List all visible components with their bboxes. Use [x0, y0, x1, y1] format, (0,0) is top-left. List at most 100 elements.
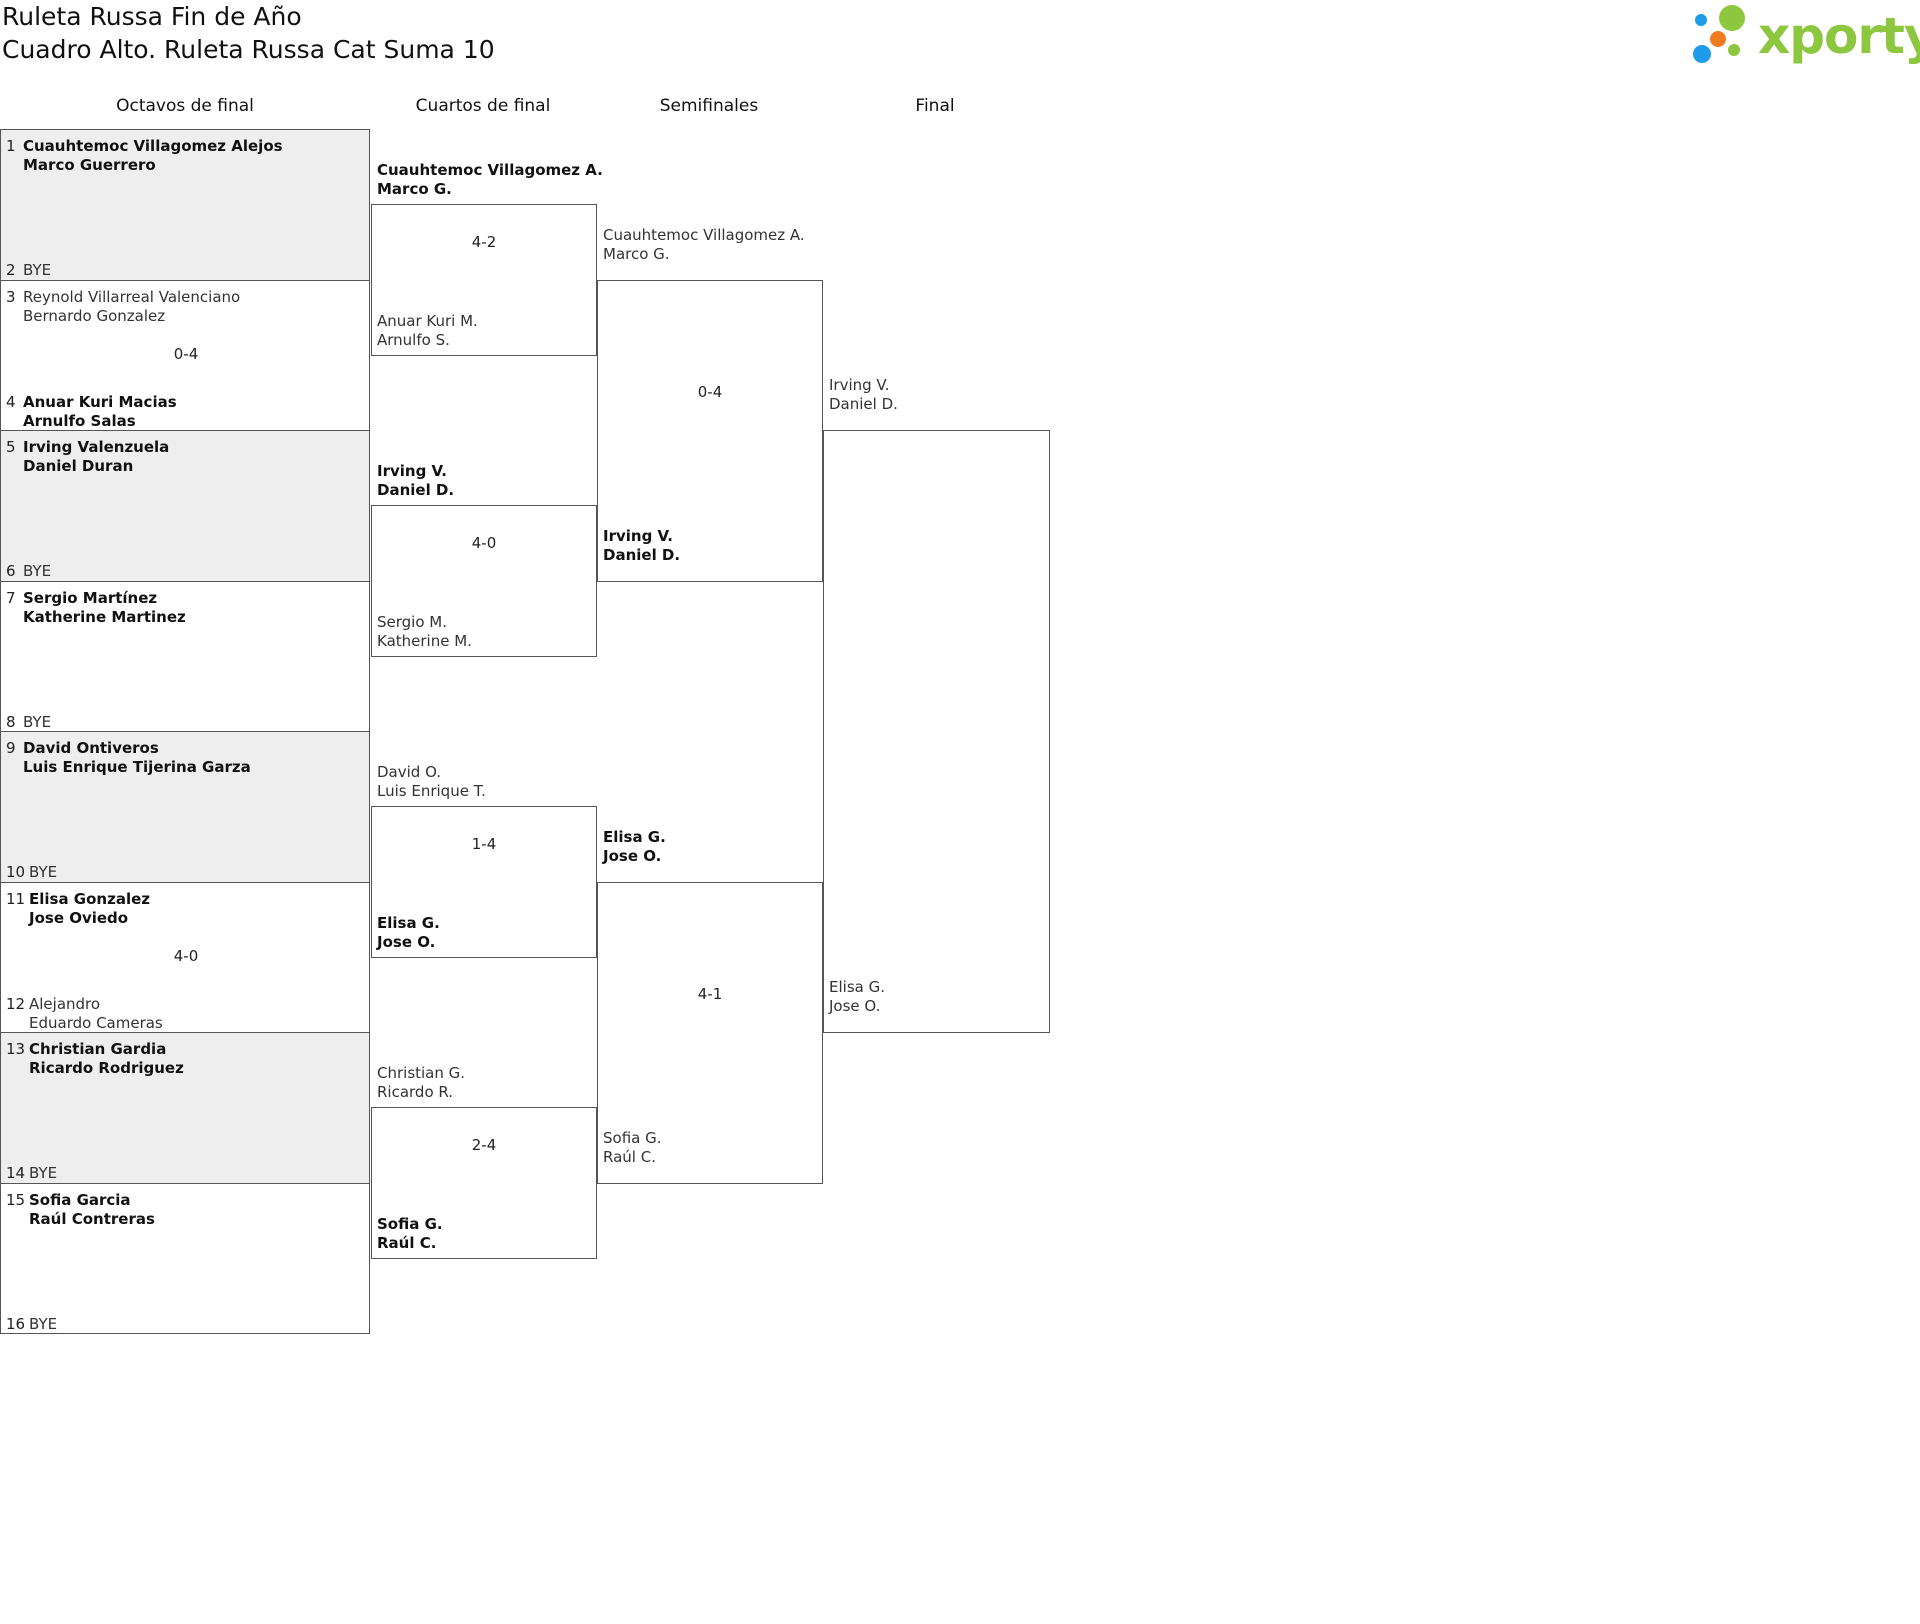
team-cuartos: Elisa G.Jose O. — [377, 914, 440, 952]
round-header-final: Final — [915, 96, 955, 116]
page-title: Ruleta Russa Fin de Año — [2, 2, 302, 31]
seed-number: 1 — [6, 137, 16, 155]
player-name: Sergio Martínez — [23, 588, 158, 607]
player-name: Sofia G. — [603, 1128, 662, 1147]
team-semifinales: Irving V.Daniel D. — [603, 527, 680, 565]
player-name: Reynold Villarreal Valenciano — [23, 287, 241, 306]
seed-number: 6 — [6, 562, 16, 580]
team-cuartos: Cuauhtemoc Villagomez A.Marco G. — [377, 161, 603, 199]
round-header-octavos: Octavos de final — [116, 96, 254, 116]
player-name: Katherine M. — [377, 631, 472, 650]
team-names: BYE — [29, 1164, 57, 1183]
player-name: BYE — [23, 712, 52, 731]
seed-number: 15 — [6, 1190, 26, 1209]
seed-number: 16 — [6, 1314, 26, 1333]
match-score: 0-4 — [173, 344, 199, 363]
team-cuartos: David O.Luis Enrique T. — [377, 763, 486, 801]
player-name: Elisa G. — [377, 913, 440, 932]
player-name: Daniel Duran — [23, 457, 134, 475]
seed-slot: 8 BYE — [1, 713, 367, 753]
team-final: Irving V.Daniel D. — [829, 376, 898, 414]
player-name: Jose O. — [377, 932, 436, 951]
team-names: BYE — [29, 1315, 57, 1334]
match-score: 4-0 — [173, 946, 199, 965]
player-name: Jose O. — [603, 846, 662, 865]
match-score: 4-1 — [697, 984, 723, 1003]
player-name: Elisa G. — [829, 978, 885, 996]
seed-number: 5 — [6, 438, 16, 456]
player-name: Sofia G. — [377, 1214, 443, 1233]
player-name: Luis Enrique T. — [377, 782, 486, 801]
match-box-semifinales: 4-1 — [597, 881, 823, 1184]
player-name: Anuar Kuri Macias — [23, 392, 177, 411]
team-names: BYE — [29, 863, 57, 882]
player-name: Cuauhtemoc Villagomez Alejos — [23, 137, 283, 155]
round-header-cuartos: Cuartos de final — [415, 96, 551, 116]
player-name: Irving V. — [377, 462, 447, 481]
player-name: BYE — [29, 1314, 58, 1333]
player-name: Alejandro — [29, 994, 101, 1013]
player-name: BYE — [29, 863, 58, 881]
team-cuartos: Anuar Kuri M.Arnulfo S. — [377, 312, 478, 350]
round-header-semifinales: Semifinales — [659, 96, 759, 116]
player-name: Katherine Martinez — [23, 607, 186, 626]
player-name: Luis Enrique Tijerina Garza — [23, 758, 251, 776]
match-score: 0-4 — [697, 382, 723, 401]
seed-number: 4 — [6, 392, 16, 411]
player-name: Sofia Garcia — [29, 1190, 131, 1209]
match-box-cuartos: 4-2 — [371, 204, 597, 356]
player-name: Elisa Gonzalez — [29, 889, 150, 908]
player-name: Daniel D. — [603, 545, 681, 564]
player-name: Raúl Contreras — [29, 1209, 155, 1228]
seed-number: 12 — [6, 994, 26, 1013]
xporty-logo: xporty — [1690, 2, 1920, 70]
player-name: David O. — [377, 763, 442, 782]
seed-number: 9 — [6, 739, 16, 757]
player-name: Raúl C. — [377, 1233, 437, 1252]
match-box-semifinales: 0-4 — [597, 279, 823, 582]
player-name: Daniel D. — [829, 395, 898, 413]
match-box-cuartos: 4-0 — [371, 505, 597, 657]
player-name: Arnulfo Salas — [23, 411, 136, 430]
player-name: Marco Guerrero — [23, 156, 156, 174]
match-box-cuartos: 1-4 — [371, 806, 597, 958]
player-name: Jose Oviedo — [29, 908, 129, 927]
team-final: Elisa G.Jose O. — [829, 978, 885, 1016]
player-name: Christian Gardia — [29, 1040, 167, 1058]
player-name: Cuauhtemoc Villagomez A. — [377, 161, 603, 180]
player-name: Ricardo Rodriguez — [29, 1059, 184, 1077]
player-name: Jose O. — [829, 997, 881, 1015]
seed-number: 11 — [6, 889, 26, 908]
seed-number: 14 — [6, 1164, 26, 1182]
match-score: 4-2 — [471, 233, 497, 252]
team-cuartos: Sofia G.Raúl C. — [377, 1215, 443, 1253]
page-subtitle: Cuadro Alto. Ruleta Russa Cat Suma 10 — [2, 35, 495, 64]
player-name: Irving V. — [603, 526, 673, 545]
team-cuartos: Christian G.Ricardo R. — [377, 1064, 465, 1102]
player-name: David Ontiveros — [23, 739, 159, 757]
seed-number: 8 — [6, 712, 16, 731]
match-score: 1-4 — [471, 835, 497, 854]
player-name: Christian G. — [377, 1064, 466, 1083]
